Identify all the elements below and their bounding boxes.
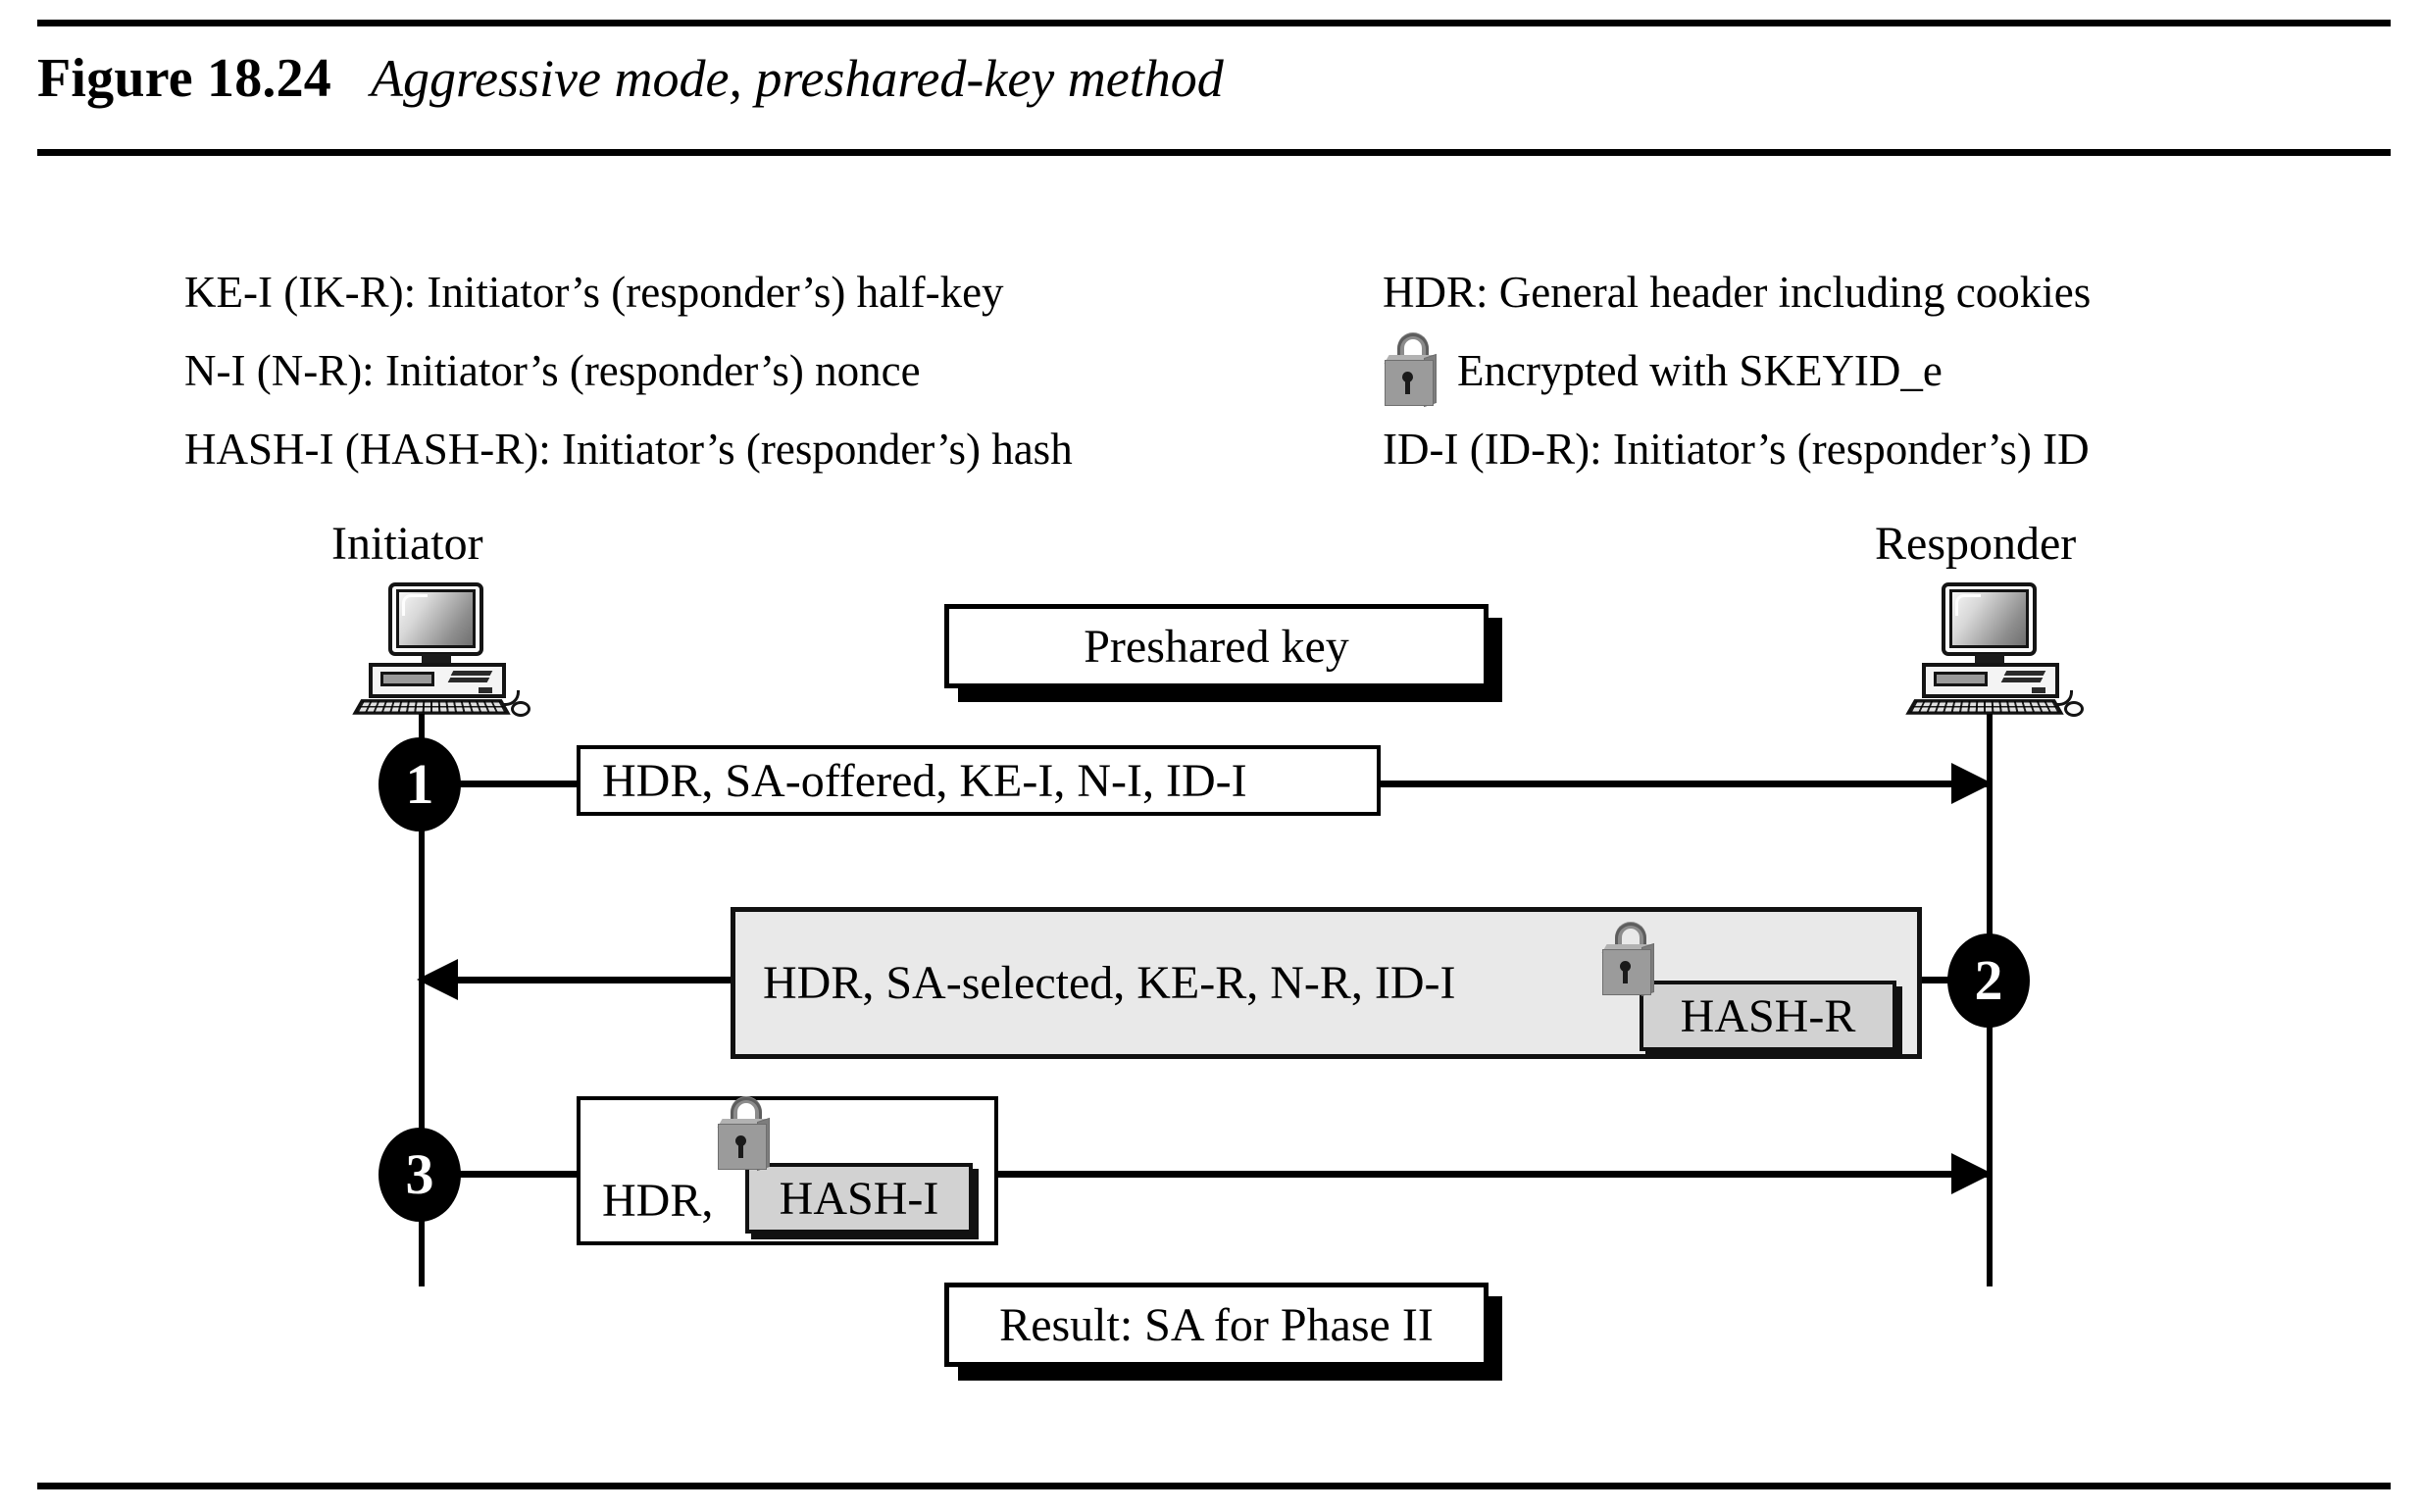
legend-right-column: HDR: General header including cookies En…	[1383, 253, 2091, 488]
message-2-arrow-head	[417, 959, 458, 1000]
figure-caption: Aggressive mode, preshared-key method	[371, 49, 1224, 108]
initiator-computer-icon	[351, 582, 530, 717]
legend-item-hdr: HDR: General header including cookies	[1383, 268, 2092, 317]
initiator-label: Initiator	[331, 518, 483, 570]
legend-encrypted-label: Encrypted with SKEYID_e	[1457, 346, 1943, 395]
legend-left-column: KE-I (IK-R): Initiator’s (responder’s) h…	[184, 253, 1073, 488]
padlock-icon	[1383, 332, 1443, 409]
padlock-icon	[716, 1096, 777, 1173]
message-3-arrow-line	[422, 1171, 1991, 1178]
step-badge-1: 1	[379, 737, 461, 832]
message-1-arrow-head	[1951, 763, 1993, 804]
message-3-arrow-head	[1951, 1153, 1993, 1194]
step-badge-2: 2	[1947, 933, 2030, 1028]
hash-i-box: HASH-I	[745, 1163, 973, 1234]
responder-label: Responder	[1875, 518, 2077, 570]
step-badge-3: 3	[379, 1128, 461, 1222]
padlock-icon	[1600, 922, 1661, 998]
result-note: Result: SA for Phase II	[944, 1283, 1489, 1367]
legend-item-hash: HASH-I (HASH-R): Initiator’s (responder’…	[184, 425, 1073, 474]
message-3-text: HDR,	[602, 1175, 714, 1227]
header-rule-bottom	[37, 149, 2391, 156]
footer-rule	[37, 1483, 2391, 1489]
header-rule-top	[37, 20, 2391, 26]
hash-r-box: HASH-R	[1640, 981, 1896, 1051]
message-2-text: HDR, SA-selected, KE-R, N-R, ID-I	[763, 957, 1456, 1009]
figure-title: Figure 18.24 Aggressive mode, preshared-k…	[37, 47, 1224, 110]
legend-item-nonce: N-I (N-R): Initiator’s (responder’s) non…	[184, 346, 921, 395]
responder-computer-icon	[1904, 582, 2084, 717]
legend-item-id: ID-I (ID-R): Initiator’s (responder’s) I…	[1383, 425, 2090, 474]
figure-number: Figure 18.24	[37, 48, 332, 109]
legend-item-encrypted: Encrypted with SKEYID_e	[1383, 331, 2091, 410]
message-1-box: HDR, SA-offered, KE-I, N-I, ID-I	[577, 745, 1381, 816]
preshared-key-note: Preshared key	[944, 604, 1489, 688]
message-1-text: HDR, SA-offered, KE-I, N-I, ID-I	[602, 754, 1247, 807]
legend-item-ke: KE-I (IK-R): Initiator’s (responder’s) h…	[184, 268, 1004, 317]
initiator-lifeline	[419, 714, 425, 1286]
